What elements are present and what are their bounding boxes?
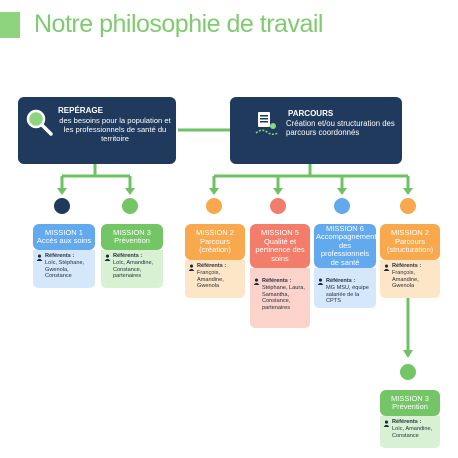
mission-6-box: MISSION 6 Accompagnement des professionn… <box>314 224 376 268</box>
handshake-icon <box>398 362 418 382</box>
parcours-text: Création et/ou structuration des parcour… <box>286 119 395 137</box>
mission-2-creation-label: MISSION 2 Parcours (création) <box>196 228 234 255</box>
location-pin-icon <box>204 196 224 216</box>
person-icon <box>383 264 390 271</box>
reperage-box: REPÉRAGE des besoins pour la population … <box>18 97 176 164</box>
mission-3-bottom-referents: Référents :Loïc, Amandine, Constance <box>380 416 440 448</box>
mission-3-box: MISSION 3 Prévention <box>101 224 163 250</box>
mission-1-box: MISSION 1 Accès aux soins <box>33 224 95 250</box>
mission-3-bottom-label: MISSION 3 Prévention <box>391 393 429 411</box>
location-pin-icon <box>398 196 418 216</box>
mission-5-box: MISSION 5 Qualité et pertinence des soin… <box>250 224 310 268</box>
handshake-icon <box>120 196 140 216</box>
magnifier-icon <box>26 109 53 136</box>
person-icon <box>188 264 195 271</box>
handshake-icon <box>332 196 352 216</box>
person-icon <box>104 254 111 261</box>
mission-2-structuration-box: MISSION 2 Parcours (structuration) <box>380 224 440 260</box>
mission-5-label: MISSION 5 Qualité et pertinence des soin… <box>255 228 305 263</box>
reperage-text: des besoins pour la population et les pr… <box>59 116 171 143</box>
mission-3-label: MISSION 3 Prévention <box>113 227 151 245</box>
medal-icon <box>268 196 288 216</box>
mission-5-referents: Référents :Stéphane, Laura, Samantha, Co… <box>250 268 310 328</box>
mission-6-label: MISSION 6 Accompagnement des professionn… <box>316 223 377 267</box>
mission-2-structuration-referents: Référents :François, Amandine, Gwenola <box>380 260 440 298</box>
person-icon <box>36 254 43 261</box>
person-icon <box>253 278 260 285</box>
mission-3-bottom-box: MISSION 3 Prévention <box>380 390 440 416</box>
mission-2-structuration-label: MISSION 2 Parcours (structuration) <box>386 228 434 255</box>
parcours-title: PARCOURS <box>288 109 334 118</box>
clipboard-map-icon <box>255 112 279 136</box>
mission-3-referents: Référents :Loïc, Amandine, Constance, pa… <box>101 250 163 288</box>
person-icon <box>317 278 324 285</box>
parcours-box: PARCOURS Création et/ou structuration de… <box>230 97 402 164</box>
mission-1-referents: Référents :Loïc, Stéphane, Gwenola, Cons… <box>33 250 95 288</box>
title-swatch <box>0 12 20 38</box>
mission-2-creation-box: MISSION 2 Parcours (création) <box>185 224 245 260</box>
mission-6-referents: Référents :MG MSU, équipe salariée de la… <box>314 268 376 308</box>
reperage-title: REPÉRAGE <box>58 106 103 115</box>
mission-2-creation-referents: Référents :François, Amandine, Gwenola <box>185 260 245 298</box>
person-icon <box>383 420 390 427</box>
title-bar: Notre philosophie de travail <box>0 10 458 42</box>
people-icon <box>52 196 72 216</box>
page-title: Notre philosophie de travail <box>34 10 323 38</box>
mission-1-label: MISSION 1 Accès aux soins <box>36 227 92 245</box>
